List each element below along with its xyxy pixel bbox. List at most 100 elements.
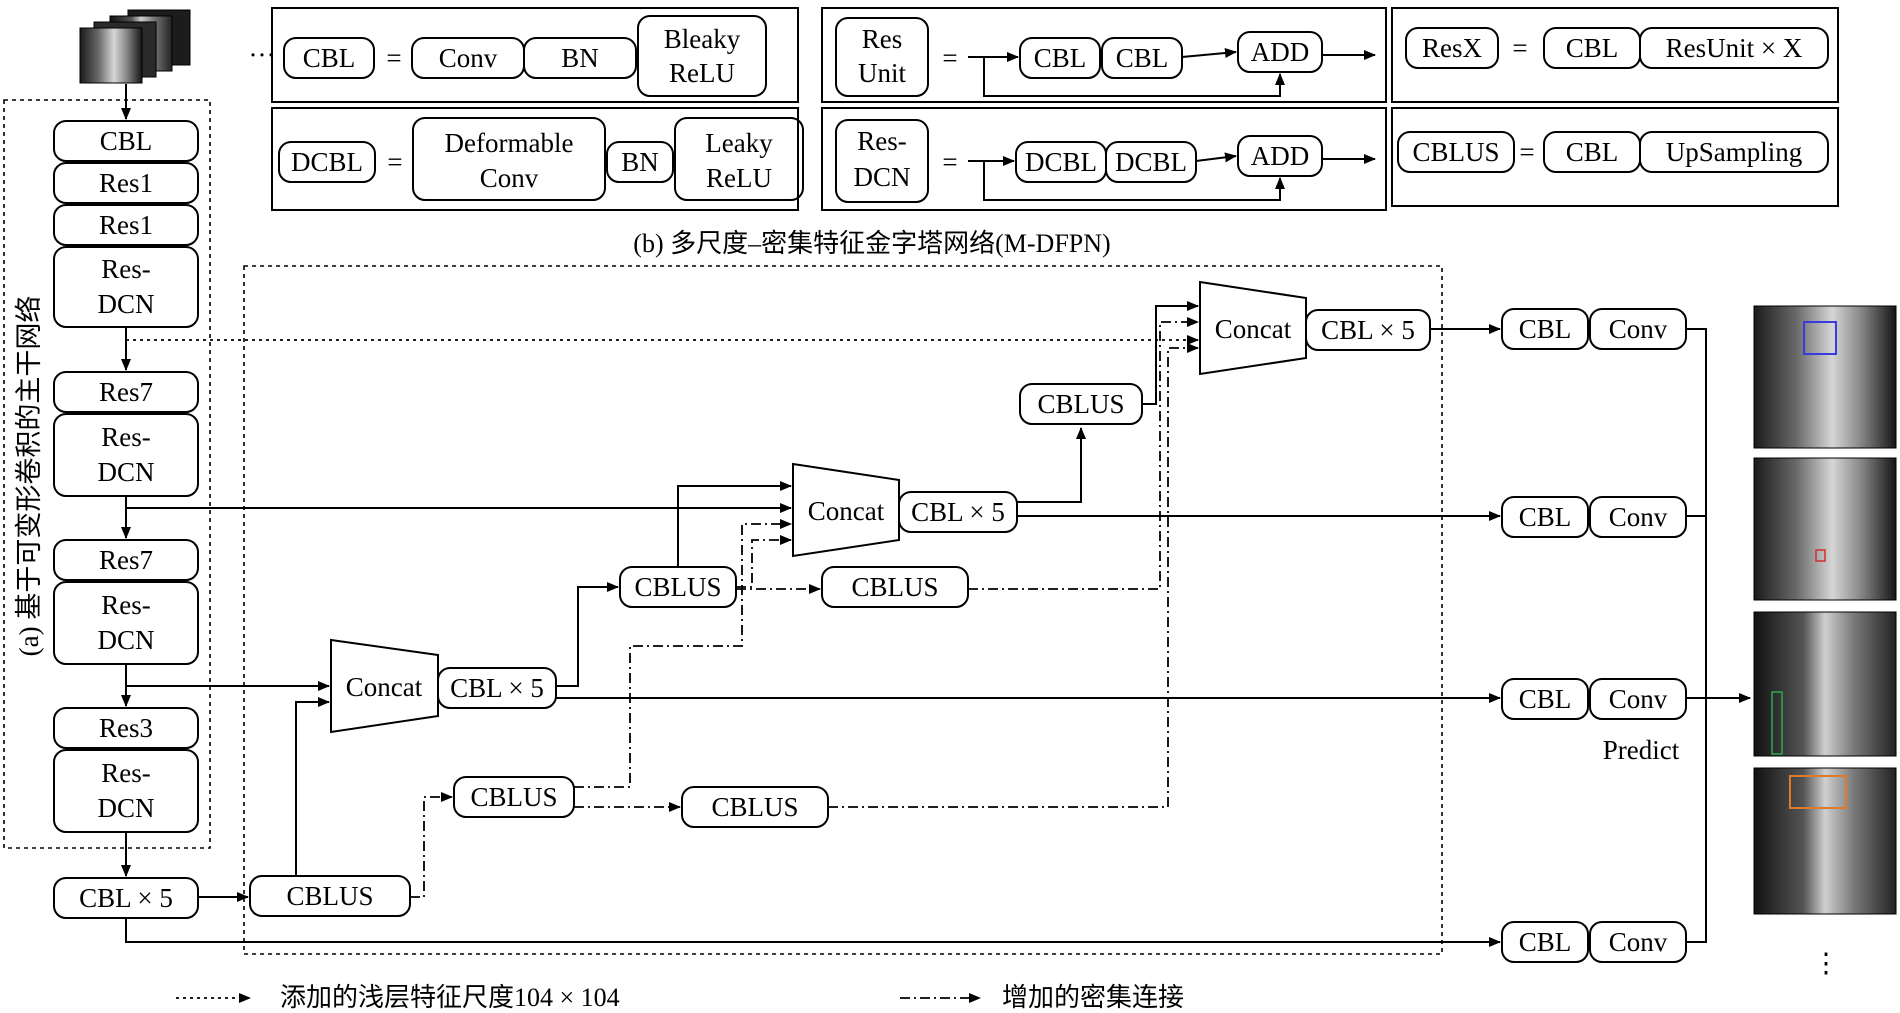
neck-caption: (b) 多尺度–密集特征金字塔网络(M-DFPN) [633,229,1110,258]
head-conv-4: Conv [1609,927,1668,957]
header-ellipsis: ··· [249,40,276,70]
backbone-region [3,99,211,849]
head-blocks [1501,308,1687,963]
predict-label: Predict [1603,735,1680,765]
dcbl-def-relu: ReLU [706,163,772,193]
resdcn-def-eq: = [942,147,957,177]
resdcn-def-dcbl-b: DCBL [1115,147,1187,177]
resunit-def-lhs1: Res [862,24,903,54]
cblus-c: CBLUS [851,572,938,602]
output-ellipsis: ⋮ [1813,948,1840,978]
resdcn-def-add: ADD [1251,141,1310,171]
backbone-res7-b: Res7 [99,545,153,575]
resx-def-cbl: CBL [1566,33,1619,63]
cbl-def-lhs: CBL [303,43,356,73]
detection-box-orange [1789,775,1847,809]
legend-resdcn-definition [821,107,1387,211]
backbone-resdcn1-top: Res- [101,254,151,284]
legend-resunit-definition [821,7,1387,103]
resunit-def-add: ADD [1251,37,1310,67]
resdcn-def-lhs2: DCN [853,162,910,192]
cblus-f: CBLUS [286,881,373,911]
head-merge-lines [1686,328,1751,943]
legend-dotted-label: 添加的浅层特征尺度104 × 104 [280,983,620,1012]
backbone-resdcn4-top: Res- [101,758,151,788]
output-image-1 [1753,305,1897,449]
backbone-cbl: CBL [100,126,153,156]
dcbl-def-leaky: Leaky [705,128,773,158]
dcbl-def-deformable: Deformable [445,128,574,158]
concat-blocks [330,280,1307,734]
backbone-caption: (a) 基于可变形卷积的主干网络 [14,296,44,657]
backbone-res3: Res3 [99,713,153,743]
cblus-b: CBLUS [1037,389,1124,419]
concat-low: Concat [346,672,423,702]
cbl5-low: CBL × 5 [450,673,544,703]
backbone-resdcn3-top: Res- [101,590,151,620]
head-cbl-4: CBL [1519,927,1572,957]
legend-dashdot-label: 增加的密集连接 [1002,983,1184,1012]
backbone-resdcn2-top: Res- [101,422,151,452]
concat-high: Concat [1215,314,1292,344]
head-cbl-3: CBL [1519,684,1572,714]
head-cbl-2: CBL [1519,502,1572,532]
resunit-def-eq: = [942,43,957,73]
head-conv-1: Conv [1609,314,1668,344]
cbl-def-bleaky: Bleaky [664,24,741,54]
output-image-4 [1753,767,1897,915]
resunit-def-cbl-b: CBL [1116,43,1169,73]
output-image-2 [1753,457,1897,601]
solid-connections [125,301,1501,947]
resx-def-eq: = [1512,33,1527,63]
neck-blocks [249,309,1431,917]
cbl-def-conv: Conv [439,43,498,73]
cbl-def-relu: ReLU [669,58,735,88]
resdcn-arrows [968,152,1376,201]
backbone-blocks [53,120,199,919]
neck-region [243,265,1443,955]
cblus-e: CBLUS [711,792,798,822]
dcbl-def-lhs: DCBL [291,147,363,177]
head-conv-3: Conv [1609,684,1668,714]
resunit-def-lhs2: Unit [858,58,907,88]
backbone-res7-a: Res7 [99,377,153,407]
resdcn-def-dcbl-a: DCBL [1025,147,1097,177]
resdcn-def-lhs1: Res- [857,126,907,156]
cbl5-mid: CBL × 5 [911,497,1005,527]
backbone-resdcn3-bottom: DCN [97,625,154,655]
backbone-res1-b: Res1 [99,210,153,240]
legend-dcbl-definition [271,107,804,211]
backbone-resdcn1-bottom: DCN [97,289,154,319]
cblus-d: CBLUS [470,782,557,812]
cblus-a: CBLUS [634,572,721,602]
legend-resx-definition [1391,7,1839,103]
cbl5-high: CBL × 5 [1321,315,1415,345]
head-cbl-1: CBL [1519,314,1572,344]
cbl-def-eq: = [386,43,401,73]
resunit-arrows [968,48,1376,97]
legend-cbl-definition [271,7,799,103]
output-image-3 [1753,611,1897,757]
cblus-def-cbl: CBL [1566,137,1619,167]
input-image-stack [79,9,191,84]
dashdot-dense-connections [410,317,1199,898]
cblus-def-upsampling: UpSampling [1666,137,1803,167]
dcbl-def-eq: = [387,147,402,177]
cblus-def-lhs: CBLUS [1412,137,1499,167]
backbone-resdcn2-bottom: DCN [97,457,154,487]
backbone-resdcn4-bottom: DCN [97,793,154,823]
backbone-cbl5: CBL × 5 [79,883,173,913]
legend-cblus-definition [1391,107,1839,207]
concat-mid: Concat [808,496,885,526]
detection-box-green [1771,691,1783,755]
detection-box-blue [1803,321,1837,355]
resunit-def-cbl-a: CBL [1034,43,1087,73]
resx-def-lhs: ResX [1422,33,1483,63]
resx-def-resunit: ResUnit × X [1666,33,1803,63]
cblus-def-eq: = [1519,137,1534,167]
detection-box-red [1815,549,1826,562]
dcbl-def-bn: BN [621,147,659,177]
head-conv-2: Conv [1609,502,1668,532]
backbone-res1-a: Res1 [99,168,153,198]
